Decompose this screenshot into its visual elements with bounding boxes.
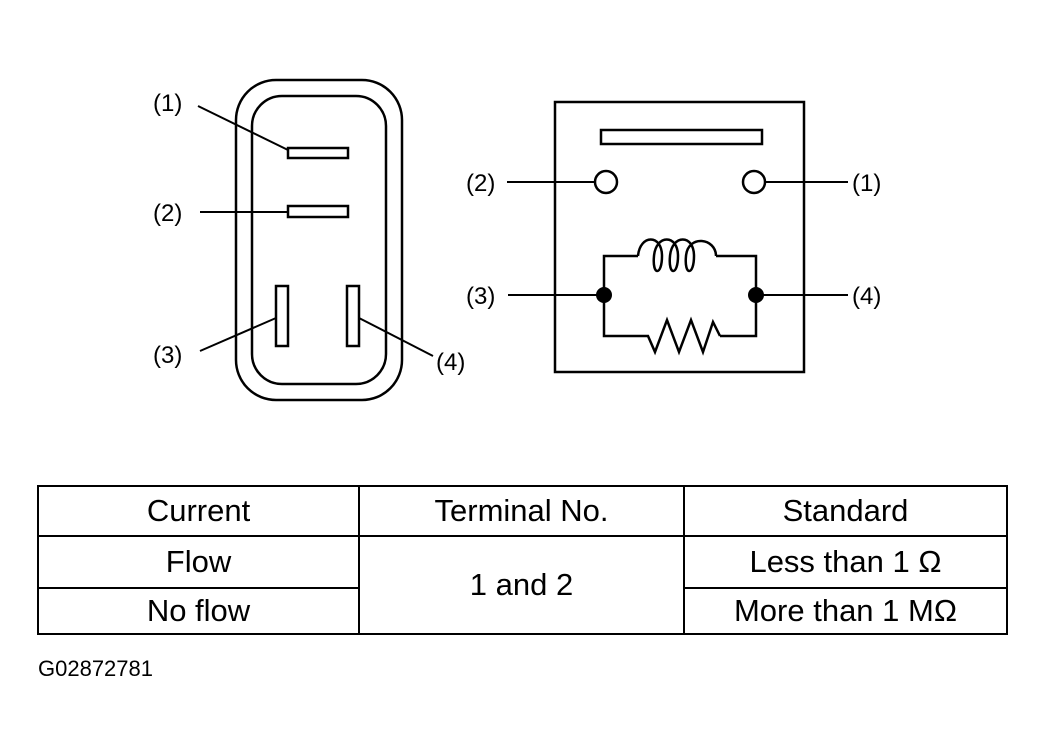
relay-label-4: (4) [852,283,881,310]
relay-coil [636,238,718,273]
spec-table: Current Terminal No. Standard Flow 1 and… [37,485,1008,635]
relay-circuit-left-rail [602,254,638,338]
connector-terminal-3 [274,284,290,348]
relay-label-2: (2) [466,170,495,197]
header-current: Current [37,485,360,537]
connector-terminal-2 [286,204,350,219]
table-row: No flow More than 1 MΩ [37,587,1008,635]
relay-terminal-2 [593,169,619,195]
header-standard: Standard [683,485,1008,537]
connector-leader-4 [358,317,434,357]
relay-label-3: (3) [466,283,495,310]
table-header-row: Current Terminal No. Standard [37,485,1008,537]
relay-circuit-right-rail [716,254,758,338]
connector-label-2: (2) [153,200,182,227]
header-terminal-no: Terminal No. [358,485,685,537]
relay-junction-3 [596,287,612,303]
cell-terminal: 1 and 2 [358,535,685,635]
connector-terminal-1 [286,146,350,160]
connector-terminal-4 [345,284,361,348]
connector-view [197,78,434,402]
connector-leader-1 [197,105,289,151]
relay-label-1: (1) [852,170,881,197]
connector-leader-3 [199,317,277,352]
terminal-diagram: (1) (2) (3) (4) (2) (1) (3) (4) [153,78,881,402]
figure-id: G02872781 [38,656,153,681]
cell-standard: Less than 1 Ω [683,535,1008,589]
relay-terminal-1 [741,169,767,195]
connector-label-1: (1) [153,90,182,117]
cell-standard: More than 1 MΩ [683,587,1008,635]
relay-resistor [636,316,722,356]
cell-current: No flow [37,587,360,635]
relay-box [553,100,806,374]
connector-inner-housing [250,94,388,386]
connector-label-3: (3) [153,342,182,369]
connector-label-4: (4) [436,349,465,376]
table-row: Flow 1 and 2 Less than 1 Ω [37,535,1008,635]
connector-outer-housing [234,78,404,402]
relay-schematic [507,100,848,374]
relay-bar [599,128,764,146]
relay-junction-4 [748,287,764,303]
cell-current: Flow [37,535,360,589]
